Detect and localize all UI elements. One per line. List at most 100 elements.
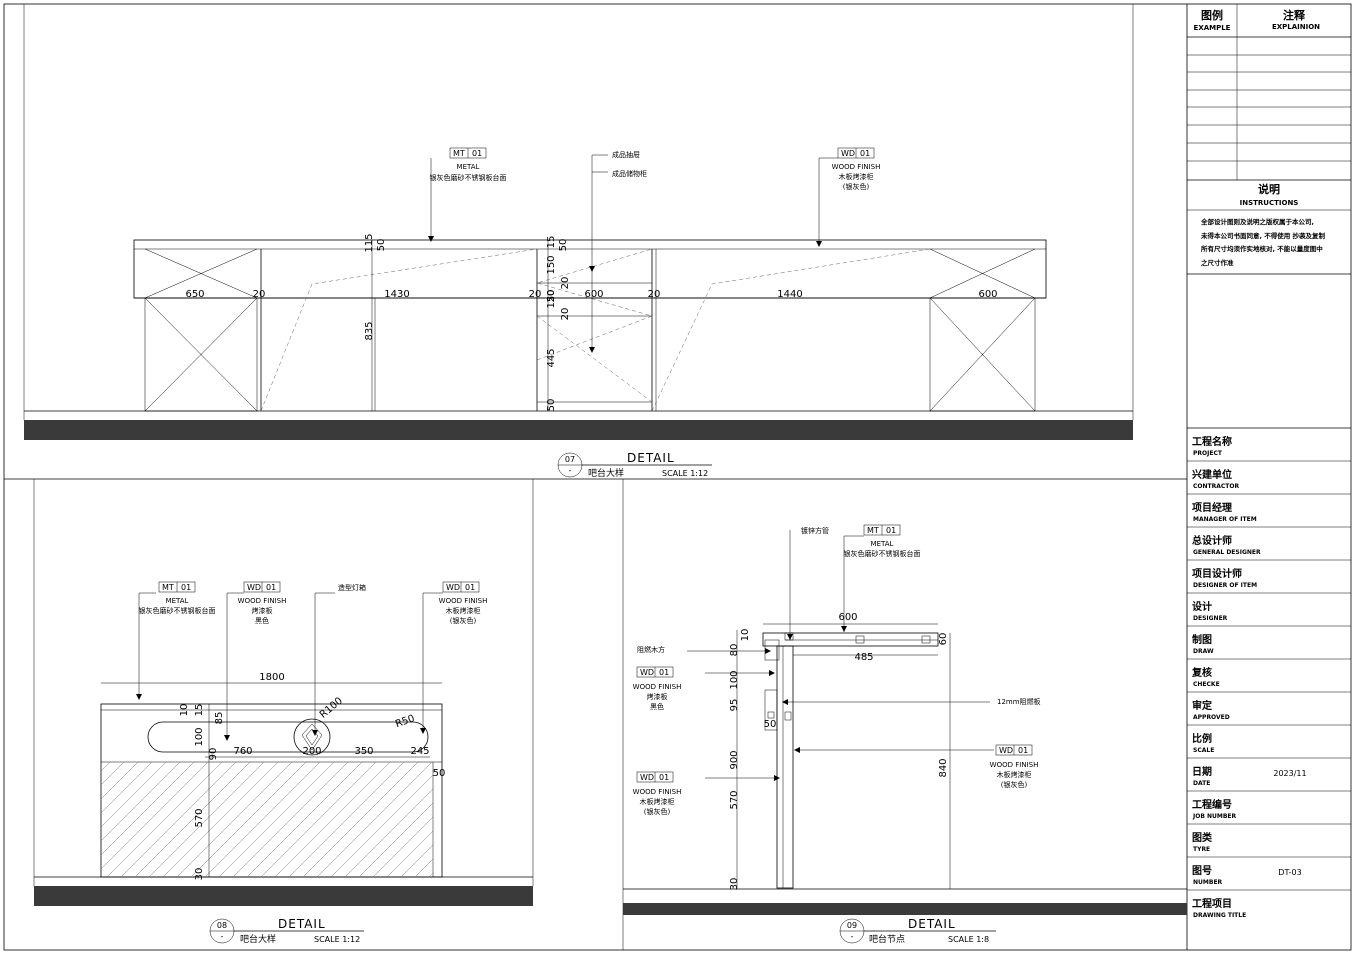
- hatch-line: [100, 761, 181, 842]
- hatch-line: [148, 761, 265, 878]
- title-block-label-cn: 项目设计师: [1192, 567, 1242, 580]
- d08-wd1-line3: 黑色: [255, 616, 269, 625]
- title-block-label-cn: 图类: [1192, 831, 1212, 844]
- d08-mt-code: MT: [162, 583, 174, 592]
- d08-mt-line1: METAL: [166, 597, 189, 605]
- title-block-label-cn: 项目经理: [1192, 501, 1232, 514]
- hatch-line: [162, 761, 279, 878]
- title-block-label-cn: 日期: [1192, 765, 1212, 778]
- d08-wd2-code: WD: [446, 583, 460, 592]
- d09-dim-60: 60: [938, 633, 949, 646]
- d09-wd3-line1: WOOD FINISH: [990, 761, 1039, 769]
- d09-dim-840: 840: [938, 758, 949, 777]
- title-block-label-cn: 工程项目: [1192, 897, 1232, 910]
- d08-dim-r50: R50: [394, 713, 416, 730]
- light-box-slot: [147, 721, 429, 753]
- title-block-label-en: DATE: [1193, 780, 1210, 787]
- d07-dim-600a: 600: [584, 289, 603, 300]
- d09-wd2-code: WD: [640, 773, 654, 782]
- d07-dim-650: 650: [185, 289, 204, 300]
- instructions-en: INSTRUCTIONS: [1240, 199, 1299, 207]
- d07-dim-50c: 50: [546, 399, 557, 412]
- d07-dim-1440: 1440: [777, 289, 802, 300]
- d07-scale: SCALE 1:12: [662, 469, 708, 478]
- title-block-label-cn: 设计: [1192, 600, 1212, 613]
- detail-09-tags: [636, 524, 1033, 783]
- logo-circle: [293, 718, 331, 756]
- detail-08-title: [209, 918, 364, 944]
- d07-name: 吧台大样: [588, 467, 624, 479]
- d09-dim-600: 600: [838, 612, 857, 623]
- d08-name: 吧台大样: [240, 933, 276, 945]
- example-cn: 图例: [1201, 8, 1223, 22]
- d07-wd-line3: (银灰色): [843, 182, 870, 191]
- title-block-label-en: DRAW: [1193, 648, 1214, 655]
- d08-dim-90: 90: [208, 748, 219, 761]
- hatch-line: [274, 761, 391, 878]
- hatch-line: [316, 761, 433, 878]
- d09-wd3-line3: (银灰色): [1001, 780, 1028, 789]
- d07-dim-20d: 20: [560, 277, 571, 290]
- d08-title: DETAIL: [278, 917, 326, 931]
- d07-label-cabinet: 成品储物柜: [612, 169, 647, 178]
- d09-dim-570: 570: [729, 790, 740, 809]
- detail-07-view: [23, 4, 1134, 440]
- d09-num: 09: [847, 921, 857, 930]
- hatch-line: [106, 761, 223, 878]
- d08-dim-r100: R100: [318, 696, 345, 721]
- detail-09-title: [839, 918, 996, 944]
- d07-dim-150b: 150: [546, 289, 557, 308]
- hatch-line: [120, 761, 237, 878]
- hatch-line: [428, 872, 434, 878]
- title-block-label-en: DRAWING TITLE: [1193, 912, 1246, 919]
- d09-scale: SCALE 1:8: [948, 935, 989, 944]
- d07-wd-line2: 木板烤漆柜: [839, 172, 874, 181]
- d09-wd2-num: 01: [659, 773, 669, 782]
- d09-sub: -: [851, 932, 854, 941]
- d09-wd1-line2: 烤漆板: [647, 692, 668, 701]
- panel-section: [776, 645, 794, 889]
- hatch-line: [100, 761, 125, 786]
- d09-wd2-line3: (银灰色): [644, 807, 671, 816]
- hatch-line: [246, 761, 363, 878]
- hatch-line: [386, 830, 434, 878]
- d09-wd3-code: WD: [999, 746, 1013, 755]
- d09-wd3-num: 01: [1018, 746, 1028, 755]
- explain-en: EXPLAINION: [1272, 23, 1320, 31]
- d09-wd1-code: WD: [640, 668, 654, 677]
- hatch-pattern: [100, 761, 434, 878]
- d09-wd1-num: 01: [659, 668, 669, 677]
- hatch-line: [260, 761, 377, 878]
- d09-dim-80: 80: [729, 644, 740, 657]
- instructions-line2: 未得本公司书面同意, 不得使用 抄袭及复制: [1201, 231, 1325, 240]
- title-block-label-en: JOB NUMBER: [1192, 813, 1237, 820]
- d08-wd2-line1: WOOD FINISH: [439, 597, 488, 605]
- hatch-line: [330, 774, 434, 878]
- d07-dim-150a: 150: [546, 255, 557, 274]
- hatch-line: [358, 802, 434, 878]
- d07-dim-20c: 20: [648, 289, 661, 300]
- title-block-label-en: APPROVED: [1193, 714, 1230, 721]
- d08-dim-570: 570: [194, 808, 205, 827]
- hatch-line: [100, 761, 153, 814]
- counter-top-section: [762, 632, 939, 647]
- d08-mt-num: 01: [181, 583, 191, 592]
- d09-mt-line2: 银灰色磨砂不锈钢板台面: [844, 549, 921, 558]
- floor-slab-09: [623, 903, 1187, 915]
- detail-08-tags: [158, 581, 480, 593]
- d08-scale: SCALE 1:12: [314, 935, 360, 944]
- title-block-label-cn: 比例: [1192, 732, 1212, 745]
- instructions-cn: 说明: [1258, 182, 1280, 196]
- d09-label-board: 12mm阻燃板: [997, 697, 1041, 706]
- d09-dim-30: 30: [729, 878, 740, 891]
- d07-mt-line1: METAL: [457, 163, 480, 171]
- title-block-label-en: PROJECT: [1193, 450, 1223, 457]
- d08-dim-100: 100: [194, 727, 205, 746]
- d09-name: 吧台节点: [869, 933, 905, 945]
- d08-dim-50: 50: [433, 768, 446, 779]
- instructions-line4: 之尺寸作准: [1201, 258, 1234, 267]
- d09-label-pipe: 镀锌方管: [801, 526, 829, 535]
- floor-slab-08: [34, 886, 533, 906]
- detail-07-tags: [449, 147, 875, 159]
- title-block-label-cn: 兴建单位: [1192, 468, 1232, 481]
